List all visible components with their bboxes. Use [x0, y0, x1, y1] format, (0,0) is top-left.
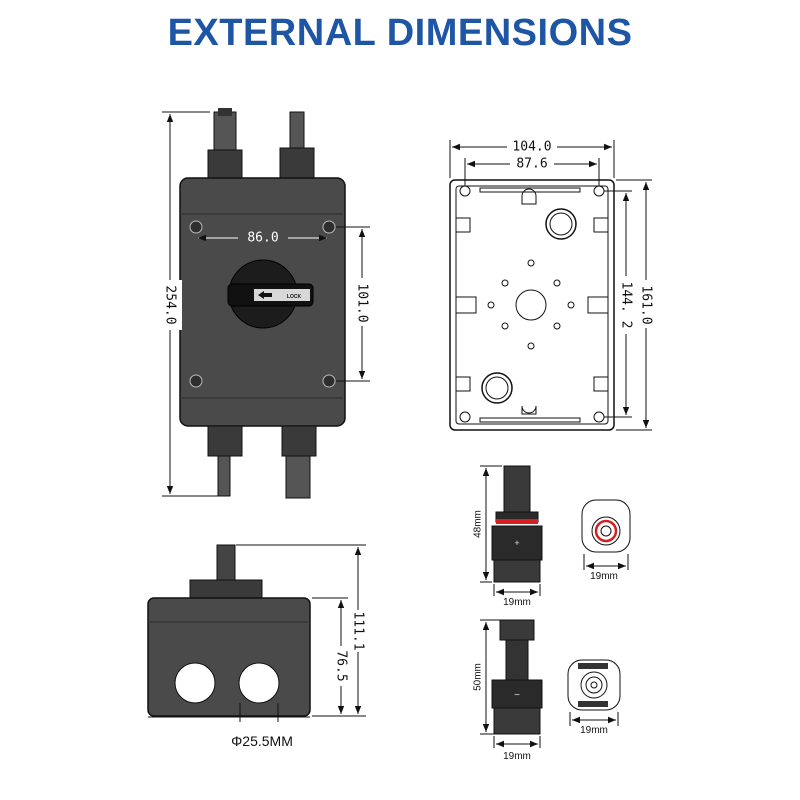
front-bottom-connectors: [207, 425, 317, 499]
side-enclosure: [147, 597, 311, 717]
hole-diameter-dim: Φ25.5MM: [231, 733, 293, 749]
side-view: Φ25.5MM 111.1 76.5: [147, 544, 368, 749]
cable-entry-icon: [174, 662, 216, 704]
hole-spacing-h-dim: 86.0: [247, 231, 278, 246]
front-top-connectors: [207, 108, 315, 179]
male-width-dim: 19mm: [503, 597, 531, 608]
back-width-outer-dim: 104.0: [512, 140, 551, 155]
screw-icon: [322, 374, 336, 388]
side-height-body-dim: 76.5: [334, 650, 349, 681]
male-end-width-dim: 19mm: [590, 571, 618, 582]
female-length-dim: 50mm: [473, 663, 484, 691]
male-length-dim: 48mm: [473, 510, 484, 538]
front-height-dim: 254.0: [163, 285, 178, 324]
side-height-total-dim: 111.1: [351, 611, 366, 650]
svg-text:−: −: [514, 690, 520, 701]
back-enclosure: [449, 179, 615, 431]
cable-entry-icon: [238, 662, 280, 704]
arrow-left-icon: [258, 291, 272, 299]
front-view: LOCK 254.0 86.0 101.0: [158, 108, 374, 499]
hole-spacing-v-dim: 101.0: [355, 283, 370, 322]
screw-icon: [189, 220, 203, 234]
back-height-inner-dim: 144. 2: [619, 282, 634, 329]
screw-icon: [322, 220, 336, 234]
back-height-outer-dim: 161.0: [639, 285, 654, 324]
knockout-icon: [481, 372, 513, 404]
connector-male-view: + 48mm 19mm 19mm: [473, 465, 631, 608]
center-knockout-icon: [515, 289, 547, 321]
female-width-dim: 19mm: [503, 751, 531, 762]
female-end-width-dim: 19mm: [580, 725, 608, 736]
lock-label: LOCK: [287, 294, 302, 300]
screw-icon: [189, 374, 203, 388]
connector-female-view: − 50mm 19mm 19mm: [473, 619, 621, 762]
knockout-icon: [545, 208, 577, 240]
back-view: 104.0 87.6 161.0 144. 2: [449, 139, 656, 431]
back-width-inner-dim: 87.6: [516, 157, 547, 172]
svg-text:+: +: [514, 538, 519, 548]
page-title: EXTERNAL DIMENSIONS: [167, 12, 633, 54]
